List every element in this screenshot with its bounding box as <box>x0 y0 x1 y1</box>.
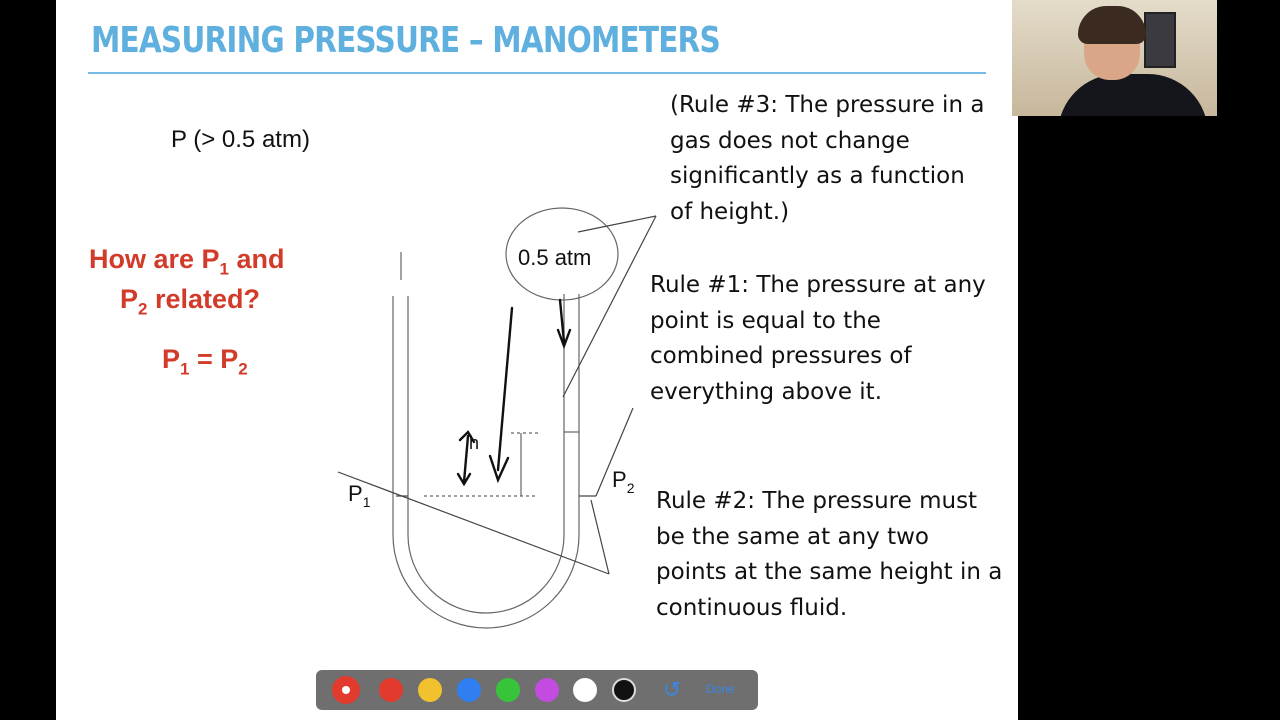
handwritten-arrow-long <box>488 306 514 484</box>
color-red-selected[interactable] <box>334 678 358 702</box>
undo-icon[interactable]: ↺ <box>662 677 682 702</box>
color-red[interactable] <box>379 678 403 702</box>
rule-line: significantly as a function <box>670 163 965 189</box>
annotation-toolbar: ↺ Done <box>316 670 758 710</box>
rule-1: Rule #1: The pressure at any point is eq… <box>650 268 986 410</box>
answer: P1 = P2 <box>162 344 248 379</box>
rule-line: Rule #1: The pressure at any <box>650 272 986 298</box>
rule-line: gas does not change <box>670 127 910 154</box>
rule-line: everything above it. <box>650 378 883 405</box>
pointer-rule3-bulb <box>577 215 657 233</box>
handwritten-h-arrow <box>456 430 476 487</box>
rule-line: combined pressures of <box>650 343 912 369</box>
handwritten-arrow-down <box>556 298 572 350</box>
color-yellow[interactable] <box>418 678 442 702</box>
answer-sub: 2 <box>238 359 248 379</box>
color-white[interactable] <box>573 678 597 702</box>
rule-line: Rule #2: The pressure must <box>656 488 978 514</box>
presenter-hair <box>1078 6 1146 44</box>
question-text: and <box>229 244 285 274</box>
title-underline <box>88 72 986 74</box>
u-tube-inner <box>407 294 565 614</box>
answer-text: P <box>162 344 181 374</box>
rule-line: of height.) <box>670 198 790 225</box>
bulb-label: 0.5 atm <box>518 245 591 270</box>
color-blue[interactable] <box>457 678 481 702</box>
p2-label: P2 <box>612 467 635 496</box>
question-line-1: How are P1 and <box>89 244 285 279</box>
rule-line: (Rule #3: The pressure in a <box>670 92 985 118</box>
pressure-label: P (> 0.5 atm) <box>171 126 310 153</box>
pointer-rule2-a <box>337 471 610 575</box>
rule-line: points at the same height in a <box>656 559 1003 585</box>
question-text: related? <box>147 284 261 314</box>
manometer-diagram: 0.5 atm P1 P2 h <box>337 207 657 629</box>
question-text: How are P <box>89 244 220 274</box>
rule-line: continuous fluid. <box>656 594 848 621</box>
pointer-p2 <box>595 407 634 497</box>
color-black[interactable] <box>612 678 636 702</box>
pointer-rule3-tube <box>562 215 657 398</box>
question-text: P <box>120 284 139 314</box>
p1-label: P1 <box>348 481 371 510</box>
answer-text: = P <box>189 344 239 374</box>
rule-line: point is equal to the <box>650 307 881 334</box>
color-purple[interactable] <box>535 678 559 702</box>
done-button[interactable]: Done <box>706 682 735 696</box>
rule-2: Rule #2: The pressure must be the same a… <box>656 484 1002 626</box>
slide-title: MEASURING PRESSURE – MANOMETERS <box>91 20 721 61</box>
slide: MEASURING PRESSURE – MANOMETERS P (> 0.5… <box>56 0 1018 720</box>
wall-picture <box>1144 12 1176 68</box>
question-sub: 1 <box>219 259 230 279</box>
answer-sub: 1 <box>180 359 190 379</box>
rule-3: (Rule #3: The pressure in a gas does not… <box>670 88 984 230</box>
question-sub: 2 <box>138 299 148 319</box>
h-label: h <box>469 433 479 453</box>
color-green[interactable] <box>496 678 520 702</box>
question-line-2: P2 related? <box>120 284 260 319</box>
u-tube-outer <box>392 294 580 629</box>
rule-line: be the same at any two <box>656 523 929 550</box>
pointer-rule2-b <box>590 499 610 575</box>
gas-bulb <box>505 207 619 301</box>
webcam-feed <box>1012 0 1217 116</box>
selected-dot <box>342 686 350 694</box>
